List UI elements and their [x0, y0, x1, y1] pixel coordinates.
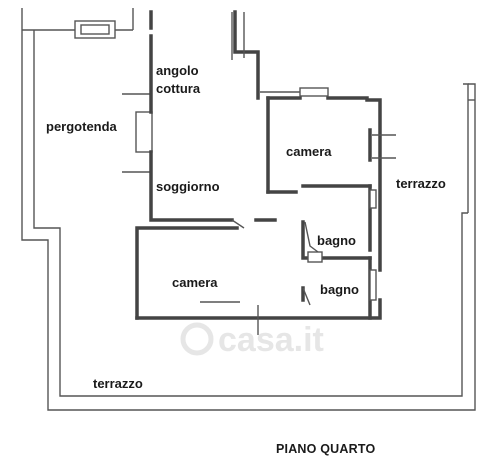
- room-label-pergotenda: pergotenda: [46, 119, 118, 134]
- room-label-angolo: angolo: [156, 63, 199, 78]
- room-label-camera-bottom: camera: [172, 275, 218, 290]
- watermark: casa.it: [180, 321, 324, 359]
- floor-title: PIANO QUARTO: [276, 442, 375, 456]
- watermark-text: casa.it: [218, 321, 324, 359]
- skylight-fixture: [74, 20, 116, 39]
- room-label-soggiorno: soggiorno: [156, 179, 220, 194]
- pergola-posts: [122, 93, 153, 173]
- doors-and-details: [200, 12, 475, 335]
- room-label-bagno-top: bagno: [317, 233, 356, 248]
- watermark-logo-icon: [180, 322, 214, 356]
- room-label-camera-top: camera: [286, 144, 332, 159]
- terrace-outline: [21, 8, 476, 411]
- room-label-bagno-bottom: bagno: [320, 282, 359, 297]
- room-label-terrazzo-bottom: terrazzo: [93, 376, 143, 391]
- room-label-terrazzo-right: terrazzo: [396, 176, 446, 191]
- room-label-cottura: cottura: [156, 81, 201, 96]
- apartment-walls: [135, 10, 382, 320]
